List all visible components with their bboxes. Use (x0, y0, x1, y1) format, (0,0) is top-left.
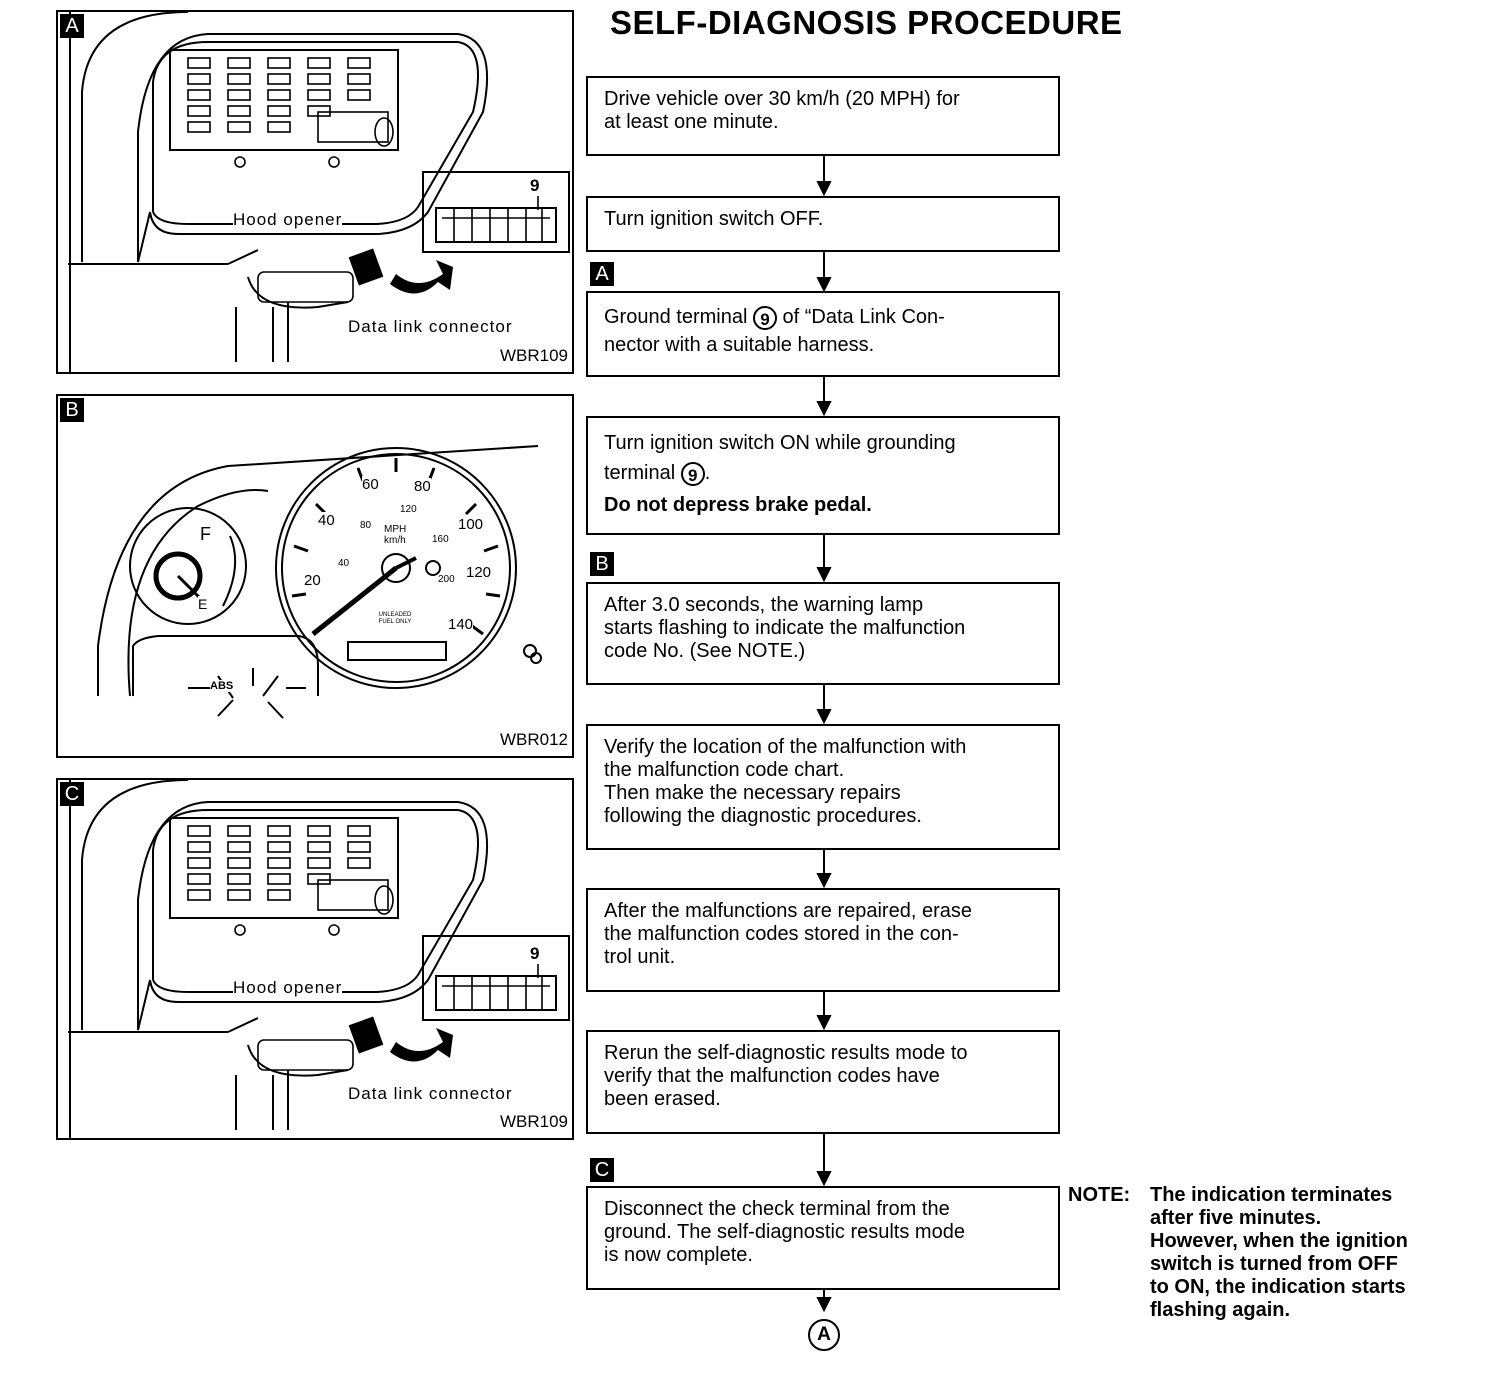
step-box-3: Ground terminal 9 of “Data Link Con- nec… (586, 291, 1060, 377)
step-text: terminal (604, 462, 676, 484)
step-text: Verify the location of the malfunction w… (604, 736, 967, 758)
step-marker-b: B (590, 552, 614, 576)
step-text: the malfunction codes stored in the con- (604, 923, 959, 945)
step-text: following the diagnostic procedures. (604, 805, 922, 827)
step-text: After 3.0 seconds, the warning lamp (604, 594, 924, 616)
step-marker-c: C (590, 1158, 614, 1182)
step-box-9: Disconnect the check terminal from the g… (586, 1186, 1060, 1290)
step-box-5: After 3.0 seconds, the warning lamp star… (586, 582, 1060, 685)
note-line: The indication terminates (1150, 1184, 1393, 1206)
step-box-8: Rerun the self-diagnostic results mode t… (586, 1030, 1060, 1134)
figure-code: WBR012 (499, 730, 568, 749)
note-line: flashing again. (1150, 1299, 1291, 1321)
pin-number-label: 9 (530, 176, 541, 196)
figure-code: WBR109 (499, 346, 568, 365)
kmh-label-40: 40 (338, 558, 350, 569)
fuel-empty-label: E (198, 596, 209, 612)
fuse-box-illustration (68, 12, 570, 372)
speed-label-20: 20 (304, 572, 321, 589)
note-line: to ON, the indication starts (1150, 1276, 1406, 1298)
note-line: However, when the ignition (1150, 1230, 1408, 1252)
kmh-label-200: 200 (438, 574, 455, 585)
step-box-4: Turn ignition switch ON while grounding … (586, 416, 1060, 535)
step-text: been erased. (604, 1088, 721, 1110)
step-text: ground. The self-diagnostic results mode (604, 1221, 965, 1243)
step-box-2: Turn ignition switch OFF. (586, 196, 1060, 252)
step-text: Then make the necessary repairs (604, 782, 901, 804)
instrument-cluster-illustration (97, 445, 542, 719)
step-text: Rerun the self-diagnostic results mode t… (604, 1042, 968, 1064)
step-text: nector with a suitable harness. (604, 334, 875, 356)
speed-label-140: 140 (448, 616, 474, 633)
fuel-full-label: F (200, 524, 212, 545)
note-line: switch is turned from OFF (1150, 1253, 1398, 1275)
kmh-label-80: 80 (360, 520, 372, 531)
step-box-7: After the malfunctions are repaired, era… (586, 888, 1060, 992)
step-text: Disconnect the check terminal from the (604, 1198, 950, 1220)
step-text: code No. (See NOTE.) (604, 640, 806, 662)
note-line: after five minutes. (1150, 1207, 1322, 1229)
speed-label-80: 80 (414, 478, 431, 495)
fuel-note-label: UNLEADED FUEL ONLY (378, 612, 412, 625)
panel-badge: B (60, 398, 84, 422)
step-text: of “Data Link Con- (782, 306, 945, 328)
speed-label-100: 100 (458, 516, 484, 533)
figure-panel-b: B F E 20 40 60 80 100 120 140 40 80 120 … (56, 394, 574, 758)
step-box-1: Drive vehicle over 30 km/h (20 MPH) for … (586, 76, 1060, 156)
note-text: The indication terminates after five min… (1150, 1184, 1480, 1322)
step-text: is now complete. (604, 1244, 753, 1266)
panel-badge: A (60, 14, 84, 38)
step-text: After the malfunctions are repaired, era… (604, 900, 972, 922)
data-link-connector-label: Data link connector (348, 1084, 513, 1104)
page-title: SELF-DIAGNOSIS PROCEDURE (610, 4, 1123, 41)
fuse-box-illustration (68, 780, 570, 1138)
kmh-label-160: 160 (432, 534, 449, 545)
abs-warning-lamp: ABS (210, 680, 234, 692)
speed-label-120: 120 (466, 564, 492, 581)
step-text: at least one minute. (604, 111, 779, 133)
kmh-label-120: 120 (400, 504, 417, 515)
step-text: Ground terminal (604, 306, 748, 328)
step-text: verify that the malfunction codes have (604, 1065, 940, 1087)
speed-label-40: 40 (318, 512, 335, 529)
step-text: Turn ignition switch OFF. (604, 208, 824, 230)
end-connector-label: A (817, 1324, 831, 1345)
kmh-unit-label: km/h (384, 535, 406, 546)
warning-text: Do not depress brake pedal. (604, 494, 872, 516)
figure-panel-a: A 9 Hood opener Data link connector WBR1… (56, 10, 574, 374)
figure-code: WBR109 (499, 1112, 568, 1131)
speed-label-60: 60 (362, 476, 379, 493)
step-text: Turn ignition switch ON while grounding (604, 432, 956, 454)
step-text: starts flashing to indicate the malfunct… (604, 617, 966, 639)
note-label: NOTE: (1068, 1184, 1131, 1206)
step-text: Drive vehicle over 30 km/h (20 MPH) for (604, 88, 960, 110)
terminal-number: 9 (680, 461, 705, 486)
step-box-6: Verify the location of the malfunction w… (586, 724, 1060, 850)
panel-badge: C (60, 782, 84, 806)
step-text: the malfunction code chart. (604, 759, 845, 781)
step-marker-a: A (590, 262, 614, 286)
pin-number-label: 9 (530, 944, 541, 964)
mph-unit-label: MPH (384, 524, 407, 535)
hood-opener-label: Hood opener (233, 978, 343, 998)
figure-panel-c: C 9 Hood opener Data link connector WBR1… (56, 778, 574, 1140)
terminal-number: 9 (752, 305, 777, 330)
data-link-connector-label: Data link connector (348, 317, 513, 337)
hood-opener-label: Hood opener (233, 210, 343, 230)
step-text: trol unit. (604, 946, 676, 968)
